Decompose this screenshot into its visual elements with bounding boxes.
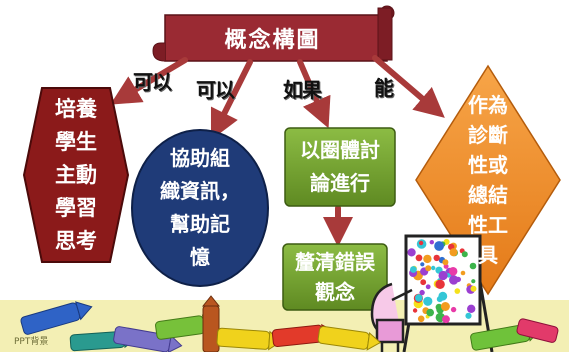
banner-scroll: [152, 5, 395, 62]
discuss-node-text: 以圈體討 論進行: [300, 138, 380, 195]
paint-dot: [412, 308, 418, 313]
paint-dot: [449, 248, 458, 257]
paint-dot: [471, 279, 476, 284]
paint-dot: [415, 294, 423, 302]
paint-dot: [438, 291, 448, 301]
paint-dot: [442, 315, 450, 324]
paint-dot: [418, 240, 424, 246]
paint-dot: [420, 262, 425, 267]
paint-dot: [407, 248, 416, 257]
root-concept-label: 概念構圖: [224, 28, 321, 53]
edge-label-3: 如果: [283, 78, 322, 102]
paint-dot: [423, 254, 432, 264]
paint-dot: [429, 240, 434, 245]
hexagon-node-text: 培養 學生 主動 學習 思考: [55, 96, 97, 253]
paint-dot: [460, 270, 466, 276]
edge-label-4: 能: [374, 76, 394, 100]
paint-dot: [417, 315, 425, 323]
paint-dot: [410, 266, 417, 273]
stick-figure-icon: [370, 282, 413, 352]
paint-dot: [415, 254, 423, 262]
easel-painting-icon: [402, 234, 494, 352]
paint-dot: [448, 267, 458, 276]
edge-label-2: 可以: [196, 78, 235, 102]
paint-dot: [434, 241, 444, 251]
paint-dot: [454, 288, 461, 294]
clarify-node: [282, 243, 388, 311]
arrow-to-hexagon: [110, 57, 188, 105]
paint-dot: [420, 279, 427, 286]
hexagon-node: [22, 87, 130, 263]
clarify-node-text: 釐清錯誤 觀念: [295, 250, 375, 304]
arrows: [110, 55, 445, 247]
paint-dot: [449, 275, 459, 285]
paint-dot: [425, 284, 431, 290]
paint-dot: [465, 312, 472, 319]
paint-dot: [419, 289, 425, 296]
paint-dot: [433, 254, 440, 262]
paint-dot: [461, 251, 468, 258]
edge-label-1: 可以: [133, 70, 172, 94]
paint-dot: [438, 270, 448, 281]
paint-dot: [450, 306, 457, 313]
paint-dot: [425, 265, 432, 272]
paint-dot: [455, 276, 461, 283]
arrow-to-circle: [210, 59, 253, 141]
arrow-to-diamond: [372, 55, 445, 118]
paint-dot: [440, 302, 450, 311]
paint-dot: [442, 259, 449, 266]
footer-label: PPT背景: [14, 337, 49, 347]
paint-dot: [469, 262, 477, 270]
paint-dot: [470, 285, 477, 292]
paint-dot: [467, 304, 476, 313]
paint-dot: [435, 279, 445, 289]
diamond-node-text: 作為 診斷 性或 總結 性工 具: [468, 93, 508, 267]
discuss-node: [284, 127, 396, 207]
arrow-to-discuss: [297, 59, 331, 129]
paint-dot: [423, 296, 433, 306]
circle-node-text: 協助組 織資訊， 幫助記 憶: [160, 146, 240, 269]
paint-dot: [431, 265, 436, 271]
circle-node: [131, 129, 269, 287]
paint-dot: [426, 308, 435, 317]
crayons-decoration: [20, 295, 559, 352]
